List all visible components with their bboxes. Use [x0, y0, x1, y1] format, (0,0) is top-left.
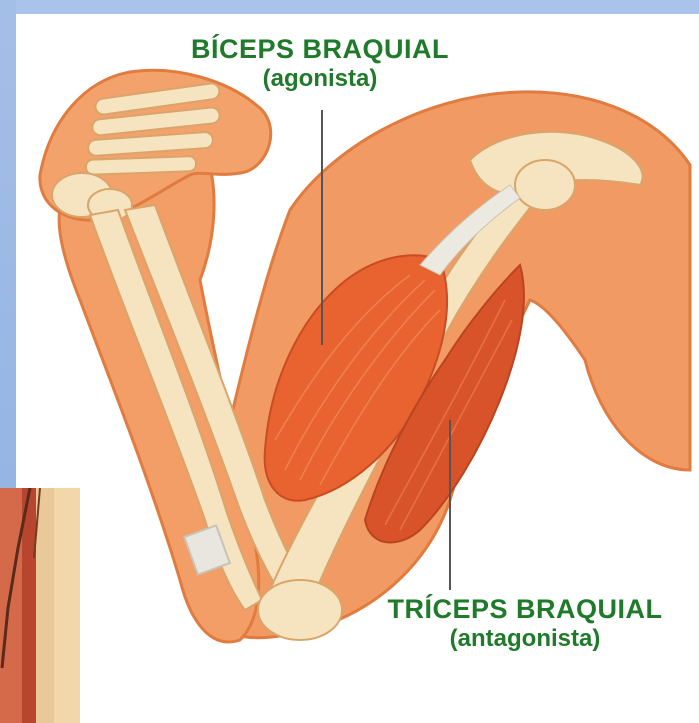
triceps-label-name: TRÍCEPS BRAQUIAL [345, 594, 699, 625]
biceps-label-name: BÍCEPS BRAQUIAL [150, 34, 490, 65]
biceps-label-role: (agonista) [150, 65, 490, 93]
triceps-label: TRÍCEPS BRAQUIAL (antagonista) [345, 594, 699, 653]
triceps-label-role: (antagonista) [345, 625, 699, 653]
elbow-joint [258, 580, 342, 640]
biceps-label: BÍCEPS BRAQUIAL (agonista) [150, 34, 490, 93]
